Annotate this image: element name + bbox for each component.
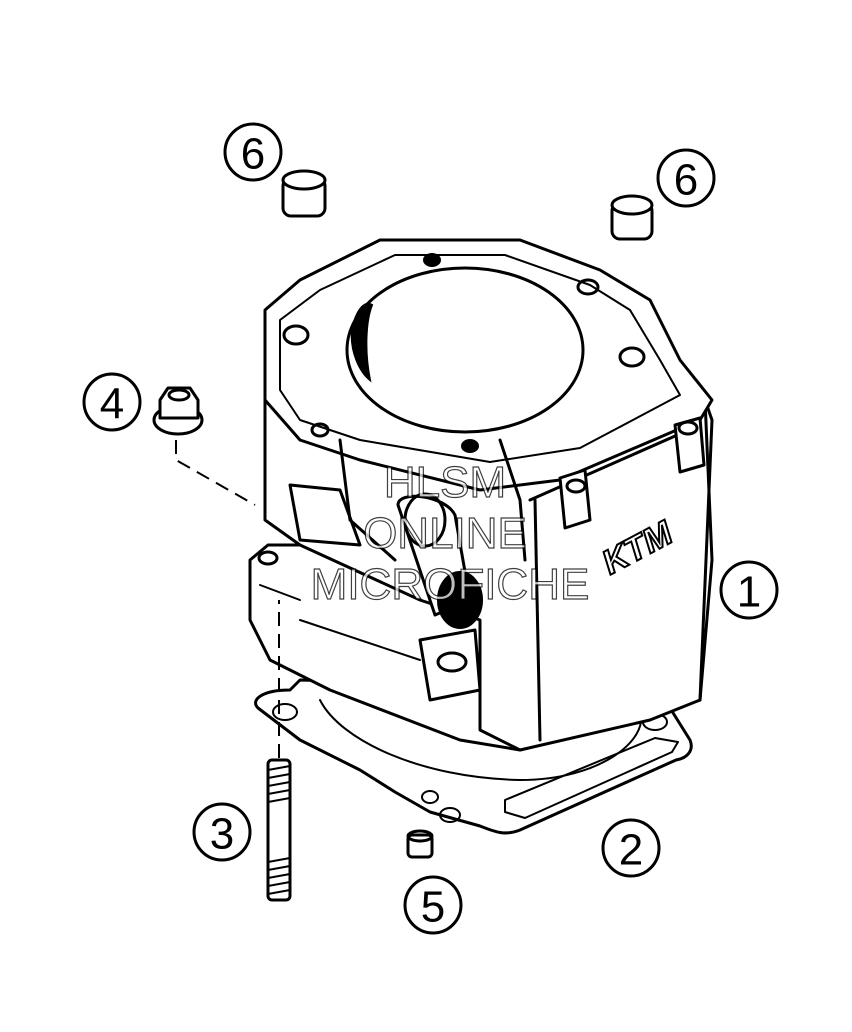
dowel-sleeve-right <box>610 194 654 241</box>
nut-guide-line <box>175 440 256 506</box>
dowel-sleeve-left <box>281 169 327 218</box>
svg-text:6: 6 <box>241 130 265 179</box>
callout-6-left: 6 <box>223 122 283 182</box>
dowel-sleeve-small <box>406 829 434 859</box>
callout-5: 5 <box>403 875 463 935</box>
collar-nut <box>152 386 204 436</box>
svg-text:1: 1 <box>737 568 761 617</box>
callout-4: 4 <box>82 372 142 432</box>
callout-1: 1 <box>719 560 779 620</box>
callout-2: 2 <box>601 818 661 878</box>
callout-3: 3 <box>192 802 252 862</box>
watermark: HLSM ONLINE MICROFICHE <box>310 457 590 609</box>
watermark-line-3: MICROFICHE <box>311 560 590 609</box>
cylinder-body <box>248 238 714 752</box>
svg-text:6: 6 <box>674 156 698 205</box>
svg-text:2: 2 <box>619 826 643 875</box>
stud <box>266 758 292 902</box>
svg-text:5: 5 <box>421 883 445 932</box>
svg-text:4: 4 <box>100 380 124 429</box>
svg-text:3: 3 <box>210 810 234 859</box>
watermark-line-1: HLSM <box>384 458 506 507</box>
callout-6-right: 6 <box>656 148 716 208</box>
watermark-line-2: ONLINE <box>363 509 527 558</box>
